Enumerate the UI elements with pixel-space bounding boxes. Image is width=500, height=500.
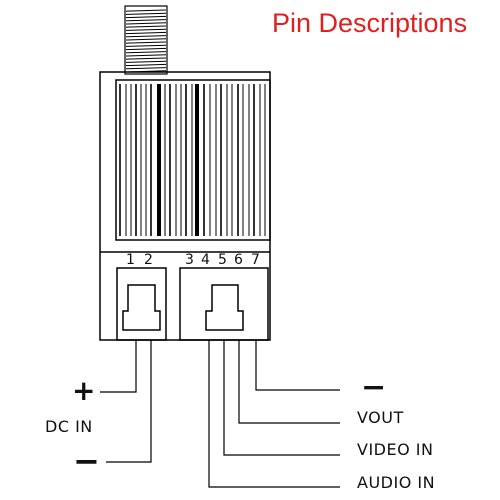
thread-line bbox=[125, 25, 167, 28]
thread-line bbox=[125, 38, 167, 41]
thread-line bbox=[125, 12, 167, 15]
thread-line bbox=[125, 44, 167, 47]
thread-line bbox=[125, 54, 167, 57]
connector-2pin bbox=[116, 267, 167, 341]
thread-line bbox=[125, 57, 167, 60]
pin-label-2: 2 bbox=[144, 252, 153, 268]
thread-line bbox=[125, 19, 167, 22]
thread-line bbox=[125, 15, 167, 19]
dark-fin bbox=[195, 84, 199, 236]
thread-line bbox=[125, 41, 167, 44]
pin-label-4: 4 bbox=[201, 252, 210, 268]
thread-line bbox=[125, 35, 167, 38]
thread-line bbox=[125, 22, 167, 25]
vout-label: VOUT bbox=[357, 408, 404, 427]
pin-label-3: 3 bbox=[185, 252, 194, 268]
thread-line bbox=[125, 67, 167, 70]
thread-line bbox=[125, 28, 167, 31]
audio-in-label: AUDIO IN bbox=[357, 473, 436, 492]
connector-5pin bbox=[179, 267, 269, 341]
thread-line bbox=[125, 47, 167, 51]
diagram-title: Pin Descriptions bbox=[272, 8, 468, 38]
pin-label-6: 6 bbox=[234, 252, 243, 268]
thread-line bbox=[125, 51, 167, 54]
dark-fin bbox=[157, 84, 161, 236]
thread-line bbox=[125, 9, 167, 12]
ground-minus-label: − bbox=[361, 370, 387, 405]
dc-minus-label: − bbox=[73, 442, 100, 480]
thread-line bbox=[125, 31, 167, 35]
video-in-label: VIDEO IN bbox=[357, 440, 434, 459]
pin-label-7: 7 bbox=[251, 252, 260, 268]
pin-label-5: 5 bbox=[218, 252, 227, 268]
dc-plus-label: + bbox=[72, 374, 96, 407]
thread-line bbox=[125, 63, 167, 67]
pin-label-1: 1 bbox=[126, 252, 135, 268]
thread-line bbox=[125, 60, 167, 63]
lead-lines bbox=[100, 340, 340, 488]
antenna-connector bbox=[124, 5, 168, 75]
dc-in-label: DC IN bbox=[45, 417, 93, 436]
heatsink-fins bbox=[119, 84, 266, 236]
